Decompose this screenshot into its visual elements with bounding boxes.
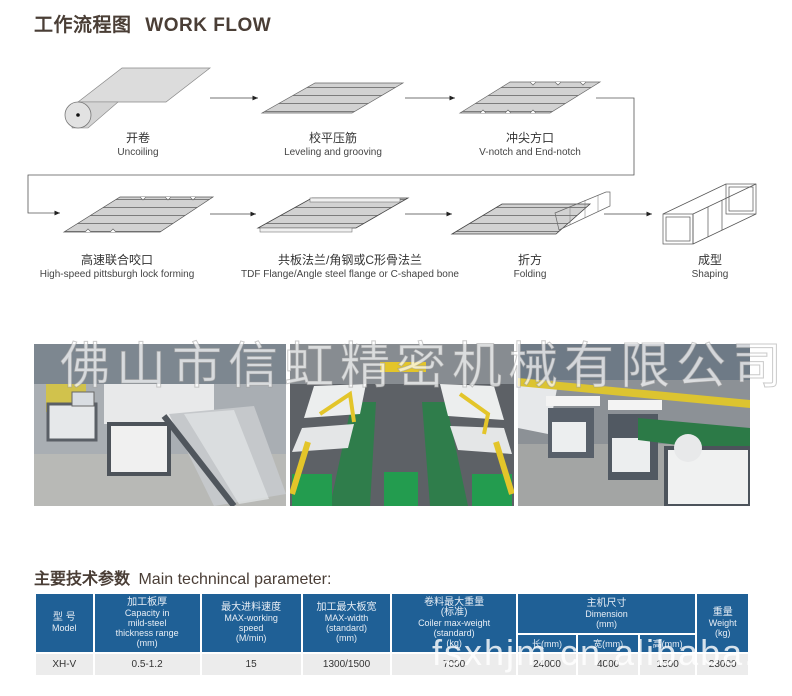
step-flange: 共板法兰/角钢或C形骨法兰 TDF Flange/Angle steel fla… (220, 253, 480, 281)
header-dimension: 主机尺寸 Dimension (mm) (517, 594, 696, 635)
parameters-table: 型 号 Model 加工板厚 Capacity in mild-steel th… (34, 594, 750, 675)
workflow-title-cn: 工作流程图 (34, 15, 132, 36)
cell-width: 1300/1500 (302, 654, 391, 675)
step-label-en: Uncoiling (117, 147, 159, 158)
parameters-title-cn: 主要技术参数 (34, 571, 131, 588)
step-label-en: Shaping (691, 269, 729, 280)
connector-line (27, 97, 635, 216)
table-row: XH-V 0.5-1.2 15 1300/1500 7000 24000 400… (36, 654, 748, 675)
step-label-cn: 成型 (697, 253, 722, 267)
header-coiler-weight: 卷料最大重量 (标准) Coiler max-weight (standard)… (392, 594, 516, 654)
flange-icon (256, 197, 410, 233)
step-label-cn: 高速联合咬口 (80, 253, 153, 267)
step-notching: 冲尖方口 V-notch and End-notch (420, 131, 640, 159)
step-folding: 折方 Folding (420, 253, 640, 281)
step-label-cn: 冲尖方口 (505, 131, 554, 145)
header-dim-width: 宽(mm) (578, 635, 638, 654)
duct-icon (662, 183, 757, 245)
flange-forming-line-photo (290, 344, 514, 506)
step-uncoiling: 开卷 Uncoiling (28, 131, 248, 159)
cell-model: XH-V (36, 654, 93, 675)
header-model: 型 号 Model (36, 594, 93, 654)
uncoiling-leveling-machine-photo (34, 344, 286, 506)
step-label-cn: 共板法兰/角钢或C形骨法兰 (277, 253, 422, 267)
cell-weight: 23000 (697, 654, 748, 675)
cell-dim-width: 4000 (578, 654, 638, 675)
header-length: 长(mm) (517, 635, 577, 654)
header-height: 高(mm) (639, 635, 696, 654)
cell-speed: 15 (201, 654, 301, 675)
parameters-title-en: Main technincal parameter: (138, 571, 332, 588)
workflow-title: 工作流程图 WORK FLOW (34, 10, 271, 37)
leveling-icon (260, 82, 405, 114)
uncoiling-icon (64, 67, 212, 129)
notching-icon (458, 81, 602, 114)
step-label-cn: 校平压筋 (308, 131, 357, 145)
step-label-en: TDF Flange/Angle steel flange or C-shape… (241, 269, 459, 280)
workflow-title-en: WORK FLOW (145, 15, 272, 36)
step-leveling: 校平压筋 Leveling and grooving (223, 131, 443, 159)
step-label-en: Folding (513, 269, 547, 280)
header-thickness: 加工板厚 Capacity in mild-steel thickness ra… (94, 594, 200, 654)
cell-thickness: 0.5-1.2 (94, 654, 200, 675)
step-label-cn: 折方 (517, 253, 542, 267)
cell-coiler-weight: 7000 (392, 654, 516, 675)
folding-icon (450, 191, 611, 235)
header-weight: 重量 Weight (kg) (697, 594, 748, 654)
lock-forming-line-photo (518, 344, 750, 506)
step-label-en: Leveling and grooving (284, 147, 382, 158)
cell-height: 1500 (639, 654, 696, 675)
cell-length: 24000 (517, 654, 577, 675)
parameters-title: 主要技术参数 Main technincal parameter: (34, 565, 331, 589)
header-width: 加工最大板宽 MAX-width (standard) (mm) (302, 594, 391, 654)
workflow-diagram (27, 67, 757, 245)
step-label-cn: 开卷 (125, 131, 150, 145)
step-label-en: V-notch and End-notch (479, 147, 581, 158)
header-speed: 最大进料速度 MAX-working speed (M/min) (201, 594, 301, 654)
lock-forming-icon (62, 196, 215, 233)
step-shaping: 成型 Shaping (600, 253, 792, 281)
step-lock-forming: 高速联合咬口 High-speed pittsburgh lock formin… (7, 253, 227, 281)
step-label-en: High-speed pittsburgh lock forming (39, 269, 195, 280)
photo-strip (34, 344, 750, 506)
